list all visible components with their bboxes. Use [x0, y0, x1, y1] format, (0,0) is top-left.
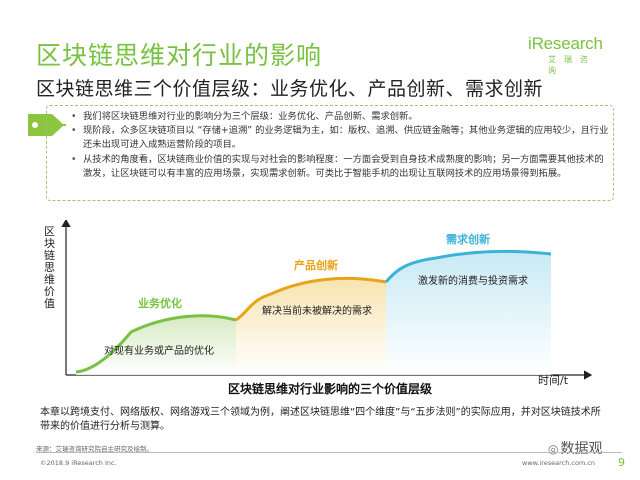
stage-3-title: 需求创新 — [446, 233, 490, 246]
page-subtitle: 区块链思维三个价值层级：业务优化、产品创新、需求创新 — [36, 78, 544, 100]
stage-2-curve — [235, 276, 387, 322]
website-link[interactable]: www.iresearch.com.cn — [522, 459, 596, 467]
source-note: 来源：艾瑞咨询研究院自主研究及绘制。 — [36, 445, 153, 453]
logo-name: iResearch — [528, 34, 603, 53]
stage-3-curve — [384, 249, 552, 283]
logo-cn: 艾瑞咨询 — [548, 55, 596, 75]
x-axis-label: 时间/t — [538, 374, 569, 387]
body-paragraph: 本章以跨境支付、网络版权、网络游戏三个领域为例，阐述区块链思维“四个维度”与“五… — [40, 407, 601, 432]
stage-1-area — [76, 315, 236, 375]
bullet-box: 我们将区块链思维对行业的影响分为三个层级：业务优化、产品创新、需求创新。 现阶段… — [46, 105, 614, 201]
wechat-name: 数据观 — [560, 441, 603, 457]
stage-1-curve — [75, 314, 237, 374]
y-axis-label: 区块链思维价值 — [44, 225, 55, 310]
page-title: 区块链思维对行业的影响 — [36, 41, 323, 70]
bullet-item: 从技术的角度看，区块链商业价值的实现与对社会的影响程度：一方面会受到自身技术成熟… — [69, 153, 609, 181]
stage-2-desc: 解决当前未被解决的需求 — [262, 306, 372, 317]
footer-divider — [36, 452, 622, 453]
iresearch-logo: iResearch 艾瑞咨询 — [528, 34, 608, 75]
bullet-item: 我们将区块链思维对行业的影响分为三个层级：业务优化、产品创新、需求创新。 — [69, 110, 609, 124]
stage-3-area — [386, 251, 551, 375]
wechat-icon: ◎ — [548, 442, 559, 456]
wechat-watermark: ◎数据观 — [548, 438, 602, 458]
copyright: ©2018.9 iResearch Inc. — [40, 459, 117, 467]
page-number: 9 — [618, 456, 625, 469]
stage-3-desc: 激发新的消费与投资需求 — [418, 276, 528, 287]
stage-2-title: 产品创新 — [294, 259, 338, 272]
stage-1-desc: 对现有业务或产品的优化 — [104, 346, 214, 357]
diagram-title: 区块链思维对行业影响的三个价值层级 — [228, 382, 433, 396]
stage-1-title: 业务优化 — [138, 297, 182, 310]
value-level-diagram — [61, 220, 593, 380]
bullet-item: 现阶段，众多区块链项目以 “存储+追溯” 的业务逻辑为主，如：版权、追溯、供应链… — [69, 124, 609, 152]
stage-2-area — [236, 278, 386, 375]
